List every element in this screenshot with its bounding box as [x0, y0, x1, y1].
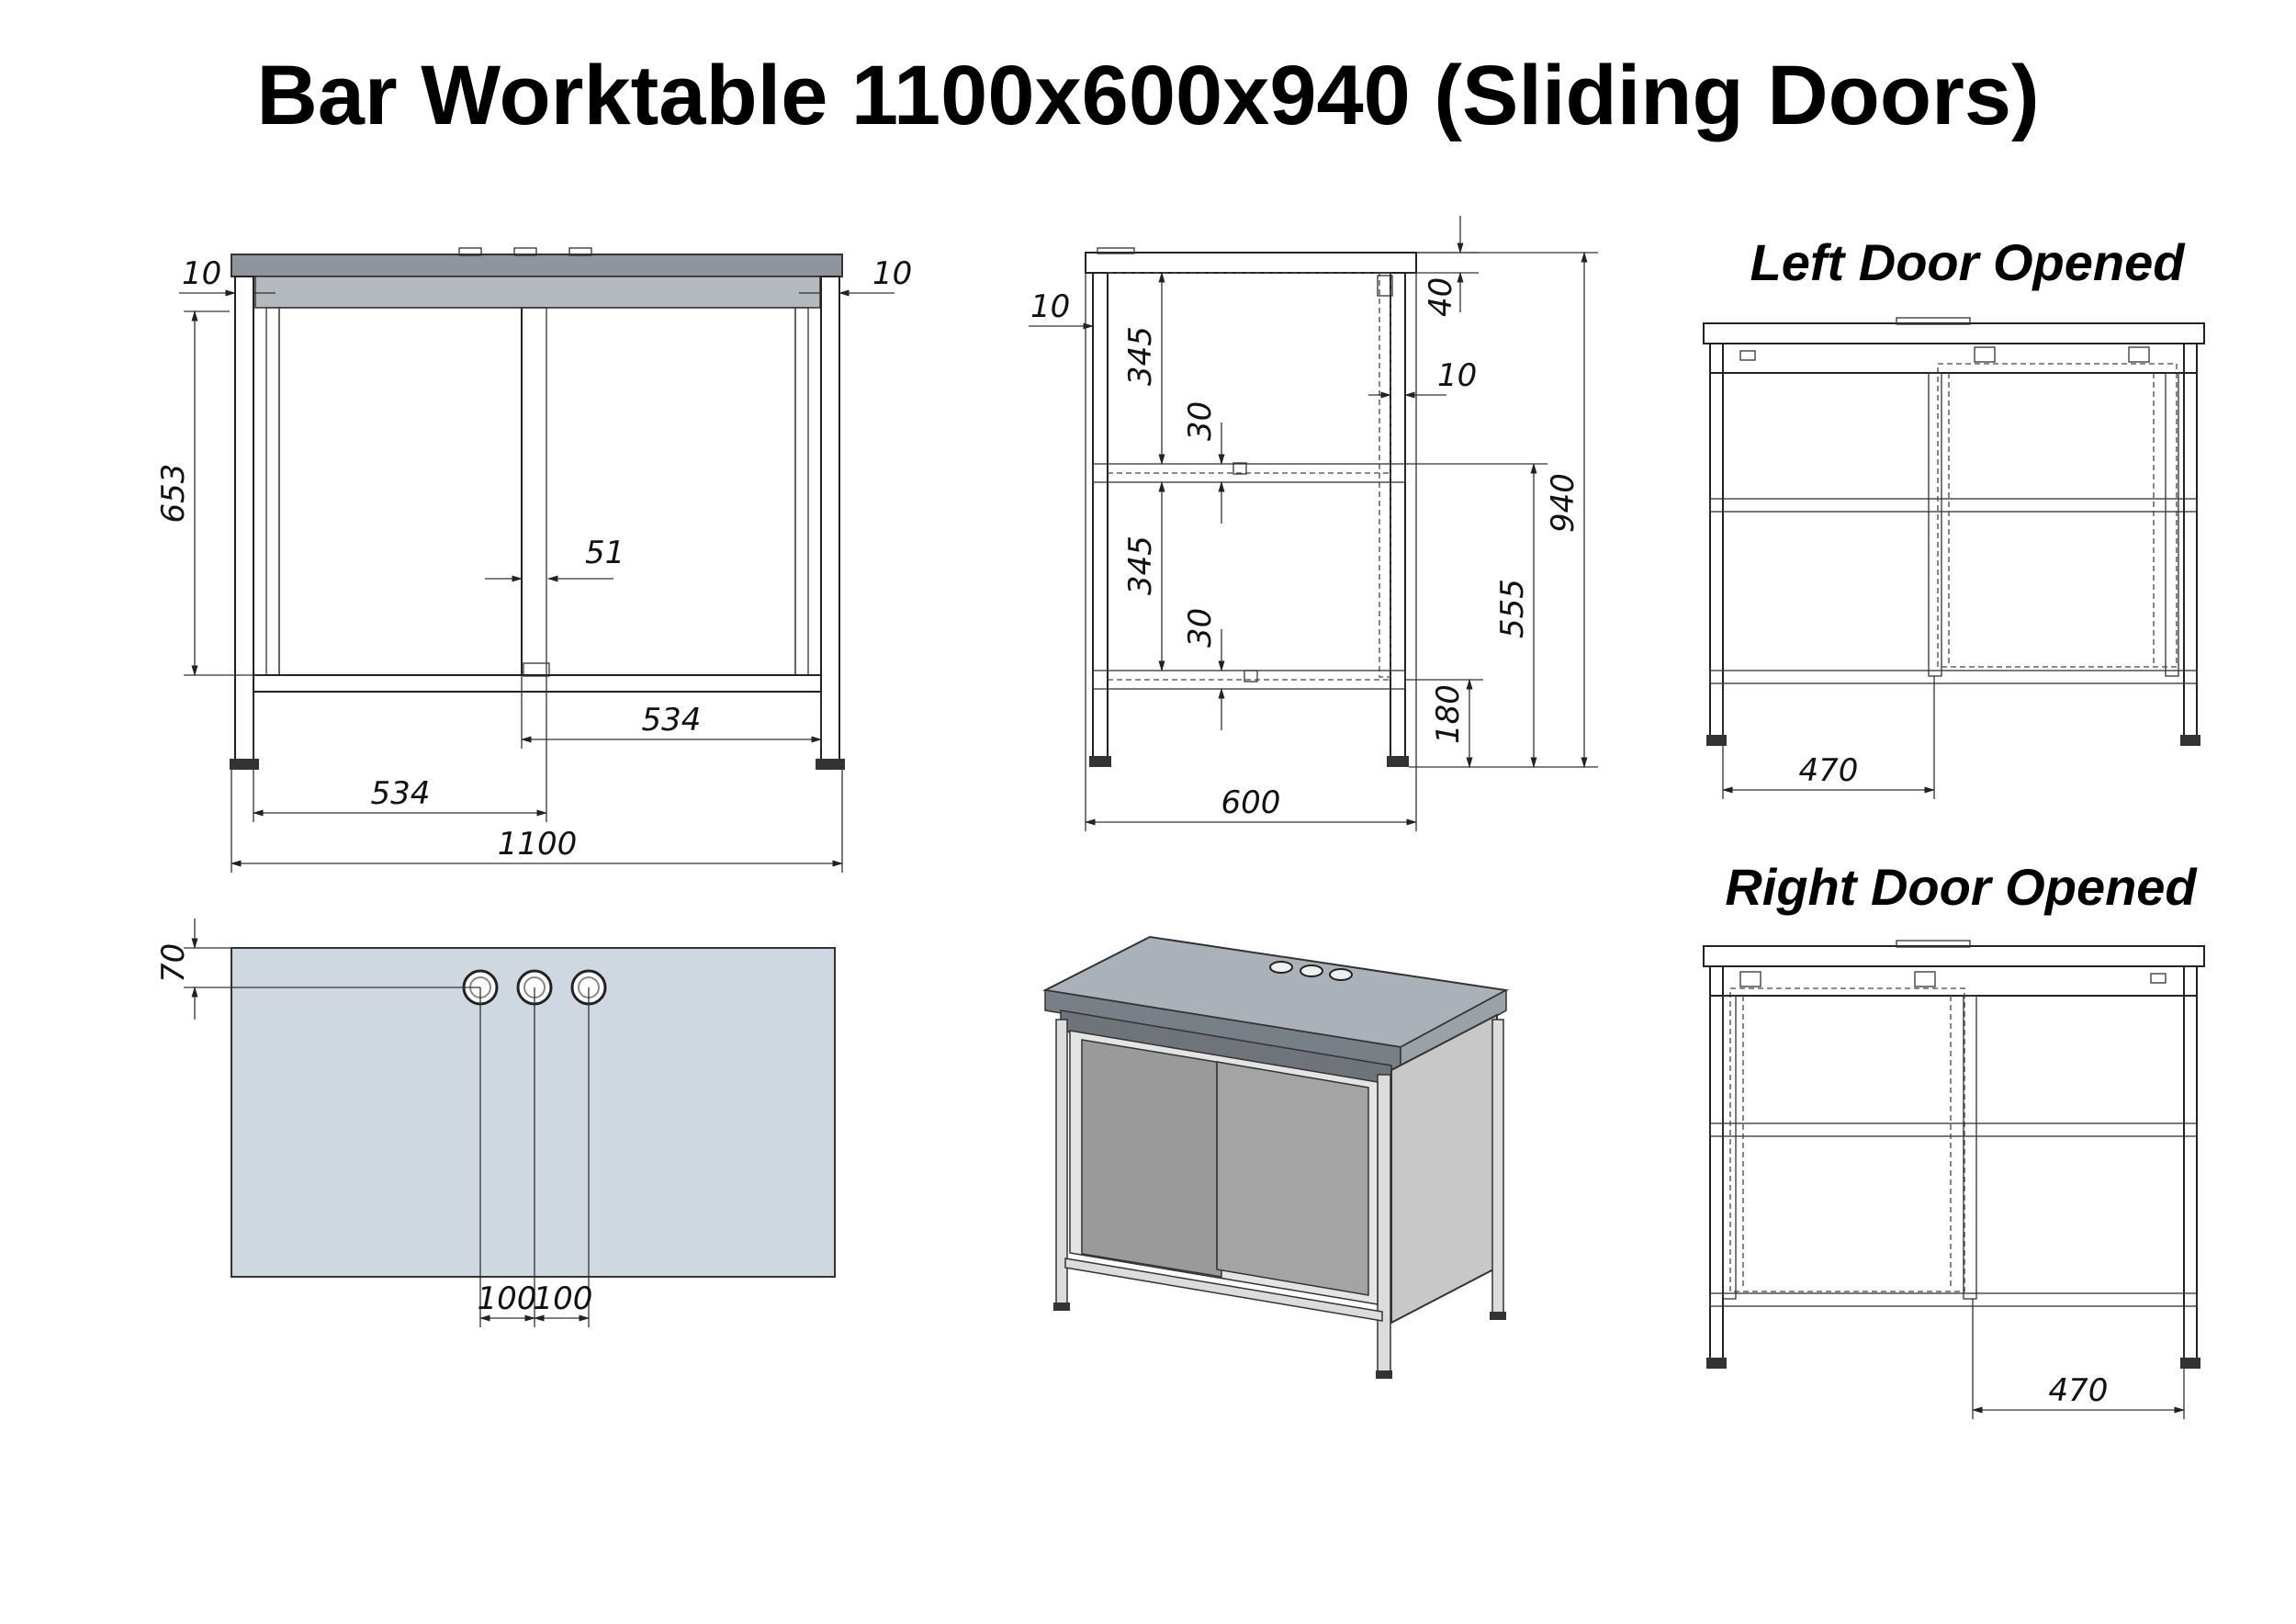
front-leg-right	[820, 276, 840, 761]
front-apron	[254, 276, 821, 309]
page-title: Bar Worktable 1100x600x940 (Sliding Door…	[256, 49, 2039, 142]
dim-front-edge-right: 10	[872, 255, 912, 292]
dim-front-overlap: 51	[585, 535, 625, 571]
dim-front-door-upper: 534	[642, 702, 702, 739]
dim-right-open-opening: 470	[2049, 1372, 2109, 1409]
dim-top-hole-pitch-2: 100	[534, 1280, 593, 1317]
front-worktop	[231, 254, 843, 277]
side-worktop	[1085, 252, 1417, 274]
side-leg-front	[1092, 272, 1109, 759]
dim-side-shelf-space-2: 345	[1122, 536, 1159, 595]
isometric-view	[1041, 935, 1510, 1379]
dim-side-top-gap: 40	[1423, 277, 1459, 317]
side-shelf-upper	[1092, 463, 1406, 483]
dim-side-lower-height: 555	[1494, 579, 1531, 638]
front-bottom-rail	[253, 674, 822, 693]
right-door-open-view: Right Door Opened 470	[1703, 858, 2205, 1419]
left-door-open-view: Left Door Opened 470	[1703, 233, 2205, 799]
iso-door-left	[1081, 1039, 1222, 1278]
side-view: 10 40 10 345 30 345 30 940 555	[1029, 216, 1598, 831]
front-door-left	[278, 307, 547, 676]
dim-side-height: 940	[1545, 473, 1581, 533]
top-plan-view: 70 100 100	[155, 919, 836, 1327]
dim-side-shelf-thick-2: 30	[1182, 608, 1219, 648]
dim-side-leg: 180	[1430, 684, 1467, 744]
iso-door-right	[1216, 1061, 1369, 1296]
dim-front-door-lower: 534	[371, 775, 431, 812]
dim-side-frame: 10	[1030, 288, 1070, 325]
dim-top-hole-pitch-1: 100	[478, 1280, 537, 1317]
left-open-door-slid	[1937, 363, 2178, 668]
caption-left-door-opened: Left Door Opened	[1750, 233, 2187, 291]
dim-side-post: 10	[1437, 357, 1477, 394]
dim-front-length: 1100	[498, 826, 578, 863]
dim-side-shelf-thick-1: 30	[1182, 401, 1219, 441]
dim-front-edge-left: 10	[182, 255, 221, 292]
side-leg-back	[1390, 272, 1406, 759]
front-view: 653 10 10 51 534 534 1100	[155, 247, 912, 873]
right-open-worktop	[1703, 945, 2205, 967]
left-open-worktop	[1703, 322, 2205, 344]
dim-side-shelf-space-1: 345	[1122, 326, 1159, 386]
dim-front-opening-height: 653	[155, 464, 192, 524]
caption-right-door-opened: Right Door Opened	[1725, 858, 2198, 916]
right-open-door-slid	[1729, 987, 1965, 1292]
front-door-right	[521, 307, 796, 676]
dim-side-depth: 600	[1221, 784, 1281, 821]
front-leg-left	[234, 276, 254, 761]
iso-side-panel	[1390, 1013, 1498, 1325]
dim-left-open-opening: 470	[1799, 752, 1859, 789]
dim-top-hole-offset: 70	[155, 943, 192, 983]
